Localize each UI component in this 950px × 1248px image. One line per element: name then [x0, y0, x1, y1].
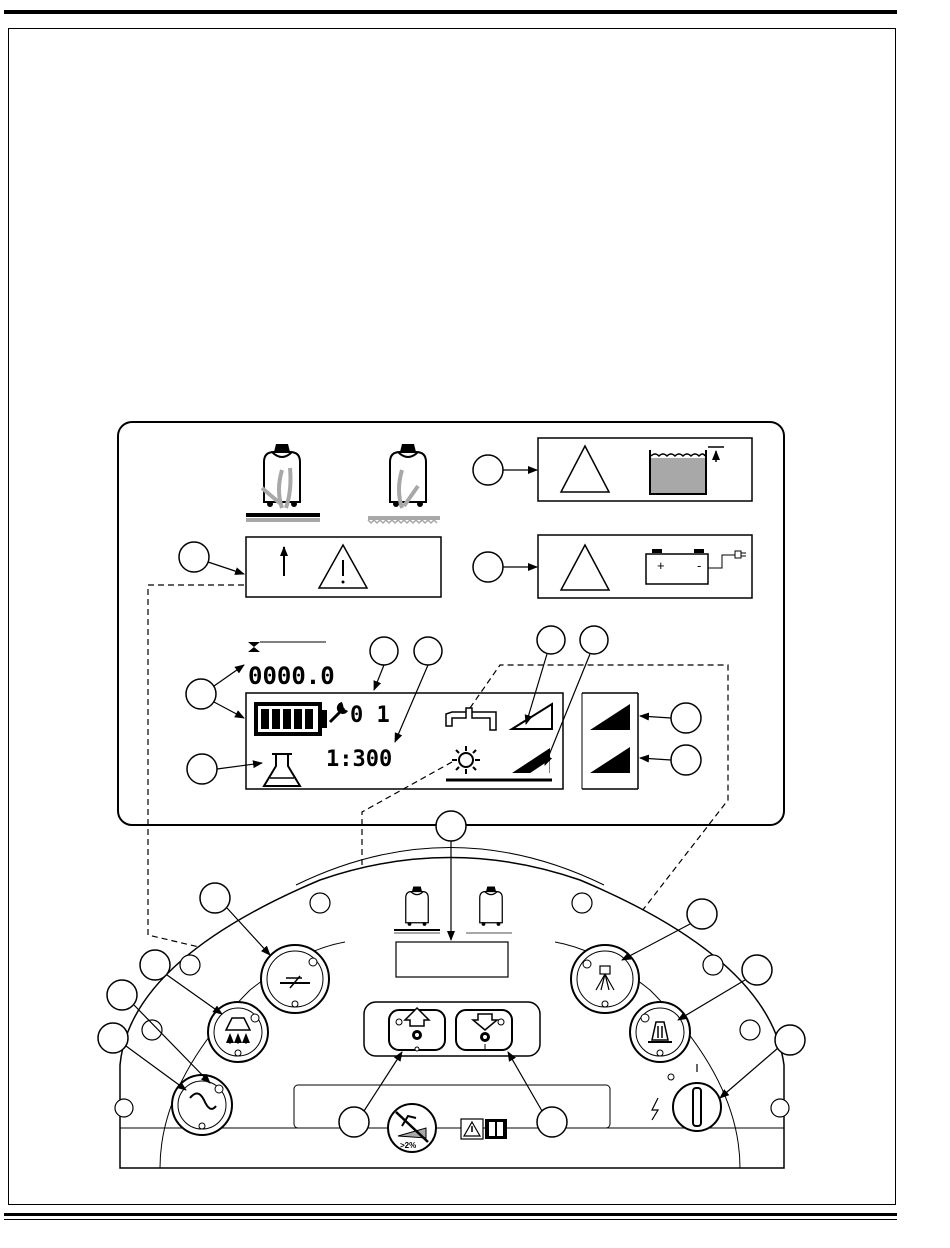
- panel-display-window: [396, 942, 508, 977]
- scrub-deck-up-button[interactable]: [389, 1008, 445, 1051]
- scrub-deck-down-button[interactable]: [456, 1010, 512, 1050]
- brush-pressure-icon: [452, 746, 480, 774]
- hour-meter-value: 0000.0: [248, 662, 335, 690]
- squeegee-button[interactable]: [630, 1002, 690, 1062]
- horn-button[interactable]: [261, 945, 329, 1013]
- svg-text:+: +: [657, 558, 665, 573]
- battery-gauge-icon: [254, 702, 327, 736]
- no-parking-slope-icon: >2%: [388, 1104, 436, 1152]
- parking-slope-label: >2%: [400, 1141, 416, 1150]
- solution-button[interactable]: [571, 945, 639, 1013]
- svg-text:-: -: [697, 558, 701, 573]
- brush-button[interactable]: [172, 1075, 232, 1135]
- service-code-value: 0 1: [350, 703, 390, 728]
- detergent-ratio-value: 1:300: [326, 747, 392, 772]
